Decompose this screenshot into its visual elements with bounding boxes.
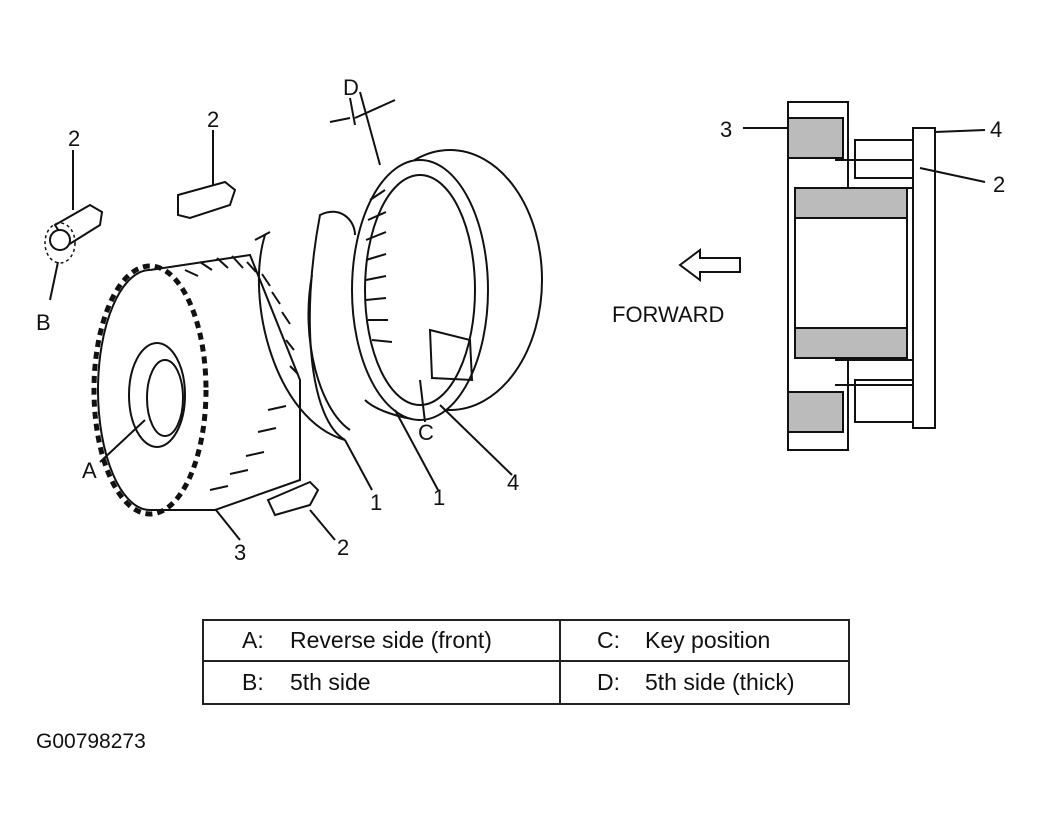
legend-text: Reverse side (front)	[290, 627, 492, 653]
legend-text: Key position	[645, 627, 771, 653]
cross-section	[743, 101, 986, 451]
legend-key: B:	[242, 669, 264, 695]
label-spring-1: 1	[370, 490, 382, 515]
label-sleeve: 4	[507, 470, 519, 495]
legend-key: C:	[597, 627, 620, 653]
forward-arrow	[678, 248, 741, 282]
label-a: A	[82, 458, 97, 483]
legend-text: 5th side	[290, 669, 371, 695]
sleeve	[351, 149, 543, 421]
legend-text: 5th side (thick)	[645, 669, 795, 695]
legend-table: A: Reverse side (front) C: Key position …	[202, 619, 850, 705]
label-d: D	[343, 75, 359, 100]
label-c: C	[418, 420, 434, 445]
label-hub: 3	[234, 540, 246, 565]
legend-cell-c: C: Key position	[561, 621, 848, 662]
label-insert-left: 2	[68, 126, 80, 151]
label-section-3: 3	[720, 117, 732, 142]
legend-cell-a: A: Reverse side (front)	[204, 621, 561, 662]
exploded-diagram: 2 2 D B A C 3 2 1 1 4 3 4 2 FORWARD	[36, 75, 1005, 565]
label-section-2: 2	[993, 172, 1005, 197]
legend-key: D:	[597, 669, 620, 695]
label-insert-bottom: 2	[337, 535, 349, 560]
figure-code: G00798273	[36, 730, 146, 753]
shifting-keys	[44, 180, 320, 517]
label-spring-2: 1	[433, 485, 445, 510]
legend-cell-d: D: 5th side (thick)	[561, 662, 848, 703]
label-section-4: 4	[990, 117, 1002, 142]
label-b: B	[36, 310, 51, 335]
label-insert-top: 2	[207, 107, 219, 132]
hub-gear	[91, 253, 301, 517]
legend-key: A:	[242, 627, 264, 653]
legend-cell-b: B: 5th side	[204, 662, 561, 703]
forward-label: FORWARD	[612, 302, 724, 327]
